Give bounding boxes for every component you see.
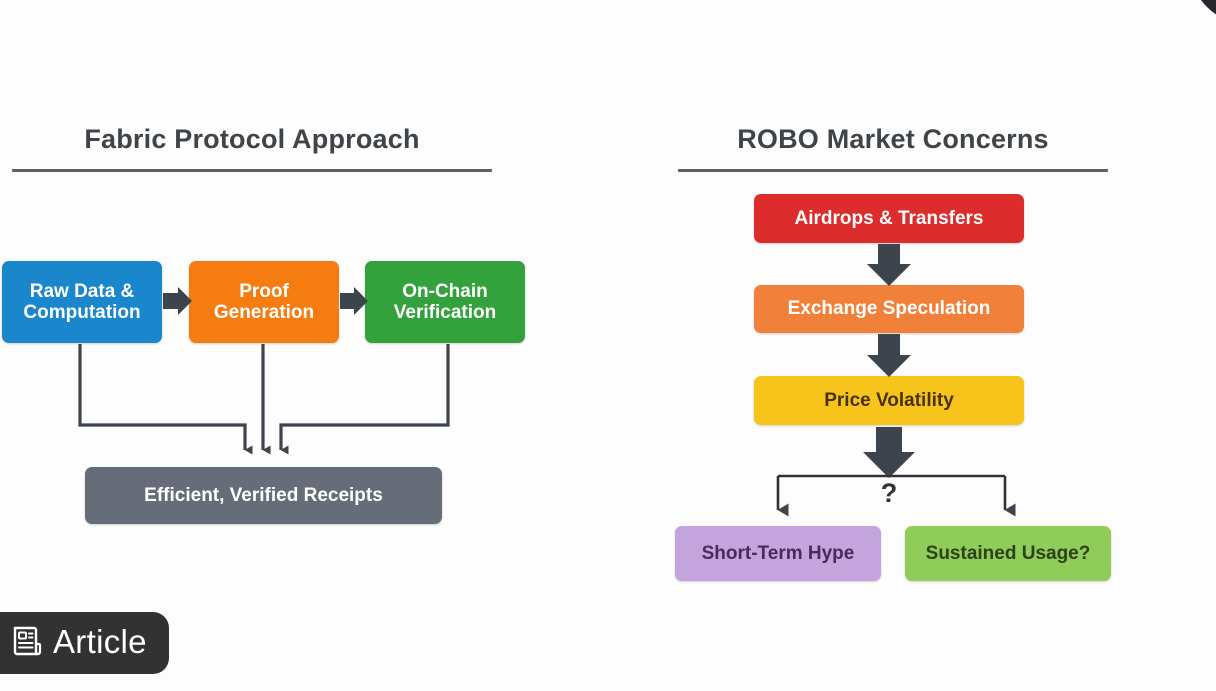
node-price-volatility[interactable]: Price Volatility — [754, 376, 1024, 425]
converge-wires — [78, 344, 450, 455]
node-proof-generation[interactable]: Proof Generation — [189, 261, 339, 343]
arrow-volatility-to-branch — [863, 427, 915, 478]
arrow-airdrops-to-exchange — [867, 244, 911, 286]
node-raw-data[interactable]: Raw Data & Computation — [2, 261, 162, 343]
article-badge-label: Article — [53, 623, 147, 660]
left-panel-title: Fabric Protocol Approach — [84, 124, 420, 154]
branch-question-mark: ? — [880, 478, 898, 508]
right-panel-title-rule — [678, 169, 1108, 172]
node-efficient-verified-receipts[interactable]: Efficient, Verified Receipts — [85, 467, 442, 524]
node-on-chain-verification[interactable]: On-Chain Verification — [365, 261, 525, 343]
arrow-exchange-to-volatility — [867, 334, 911, 377]
article-icon — [12, 625, 42, 662]
node-airdrops-transfers[interactable]: Airdrops & Transfers — [754, 194, 1024, 243]
article-badge[interactable]: Article — [0, 612, 169, 674]
left-panel-title-rule — [12, 169, 492, 172]
right-panel-title: ROBO Market Concerns — [737, 124, 1049, 154]
arrow-raw-to-proof — [163, 287, 192, 315]
frame-corner-mask — [1190, 0, 1216, 24]
node-sustained-usage[interactable]: Sustained Usage? — [905, 526, 1111, 581]
node-exchange-speculation[interactable]: Exchange Speculation — [754, 285, 1024, 333]
arrow-proof-to-verification — [340, 287, 368, 315]
node-short-term-hype[interactable]: Short-Term Hype — [675, 526, 881, 581]
